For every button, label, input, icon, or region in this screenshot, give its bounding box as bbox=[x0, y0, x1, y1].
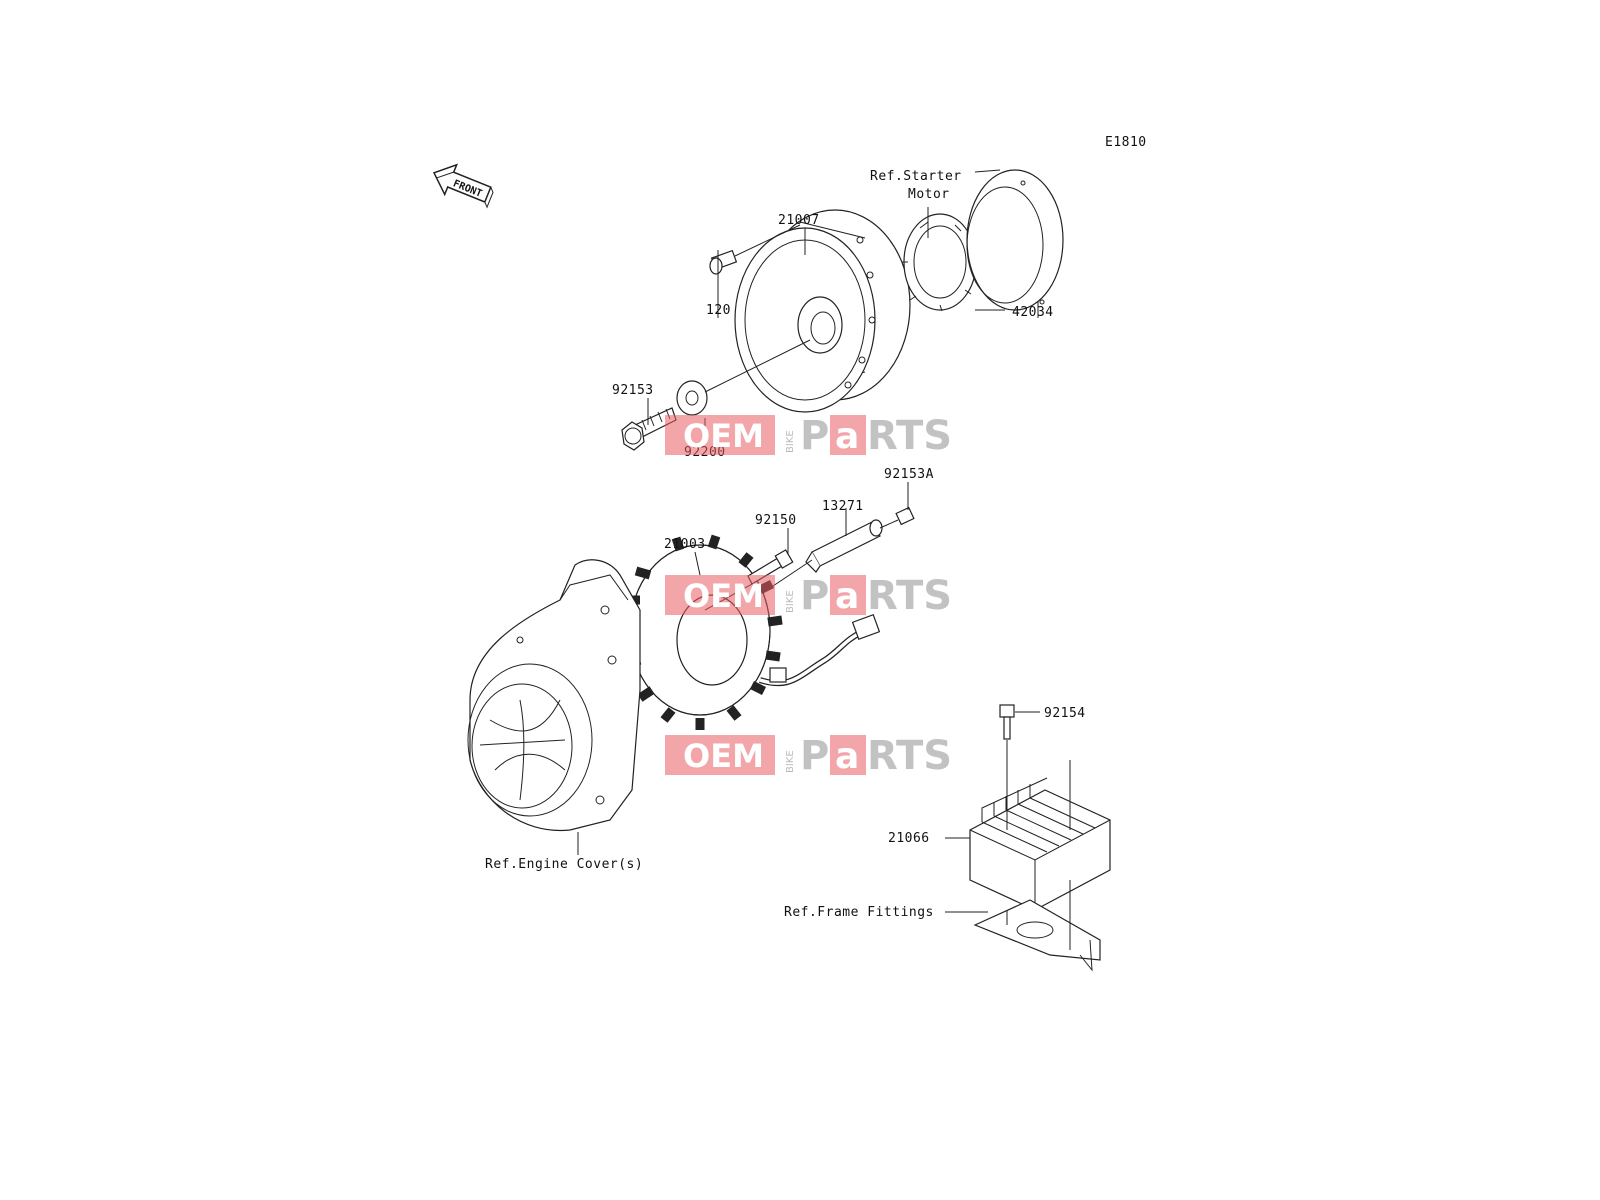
part-label-21007: 21007 bbox=[778, 213, 820, 228]
stator-coil bbox=[621, 534, 881, 730]
ref-engine-cover: Ref.Engine Cover(s) bbox=[485, 857, 643, 872]
svg-text:RTS: RTS bbox=[867, 413, 952, 459]
svg-text:P: P bbox=[800, 733, 829, 779]
starter-ring bbox=[966, 169, 1064, 311]
part-label-21066: 21066 bbox=[888, 831, 930, 846]
svg-text:RTS: RTS bbox=[867, 573, 952, 619]
bolt-92153a bbox=[879, 506, 915, 529]
svg-text:BIKE: BIKE bbox=[785, 430, 796, 453]
watermark-2: OEM BIKE P a RTS bbox=[665, 573, 952, 619]
watermark-1: OEM BIKE P a RTS bbox=[665, 413, 952, 459]
svg-text:a: a bbox=[835, 576, 859, 617]
svg-text:RTS: RTS bbox=[867, 733, 952, 779]
svg-text:P: P bbox=[800, 573, 829, 619]
engine-cover bbox=[467, 559, 641, 832]
part-label-21003: 21003 bbox=[664, 537, 706, 552]
regulator-rectifier bbox=[969, 777, 1111, 911]
ref-starter-line2: Motor bbox=[908, 187, 950, 202]
part-label-120: 120 bbox=[706, 303, 731, 318]
pickup-coil bbox=[769, 519, 883, 589]
watermark-3: OEM BIKE P a RTS bbox=[665, 733, 952, 779]
svg-text:BIKE: BIKE bbox=[785, 590, 796, 613]
part-label-42034: 42034 bbox=[1012, 305, 1054, 320]
flywheel-rotor bbox=[734, 209, 911, 413]
front-arrow-icon: FRONT bbox=[432, 163, 494, 209]
part-label-92153a: 92153A bbox=[884, 467, 934, 482]
svg-text:OEM: OEM bbox=[683, 737, 764, 775]
frame-bracket bbox=[973, 880, 1101, 972]
bolt-92154 bbox=[999, 704, 1071, 830]
starter-clutch bbox=[902, 213, 977, 312]
svg-text:a: a bbox=[835, 736, 859, 777]
part-label-13271: 13271 bbox=[822, 499, 864, 514]
part-label-92154: 92154 bbox=[1044, 706, 1086, 721]
svg-text:P: P bbox=[800, 413, 829, 459]
svg-text:a: a bbox=[835, 416, 859, 457]
ref-frame-fittings: Ref.Frame Fittings bbox=[784, 905, 934, 920]
diagram-code: E1810 bbox=[1105, 135, 1147, 150]
part-label-92150: 92150 bbox=[755, 513, 797, 528]
svg-text:BIKE: BIKE bbox=[785, 750, 796, 773]
part-label-92153: 92153 bbox=[612, 383, 654, 398]
leader-21003 bbox=[694, 551, 701, 576]
svg-text:OEM: OEM bbox=[683, 577, 764, 615]
ref-starter-line1: Ref.Starter bbox=[870, 169, 962, 184]
svg-text:OEM: OEM bbox=[683, 417, 764, 455]
